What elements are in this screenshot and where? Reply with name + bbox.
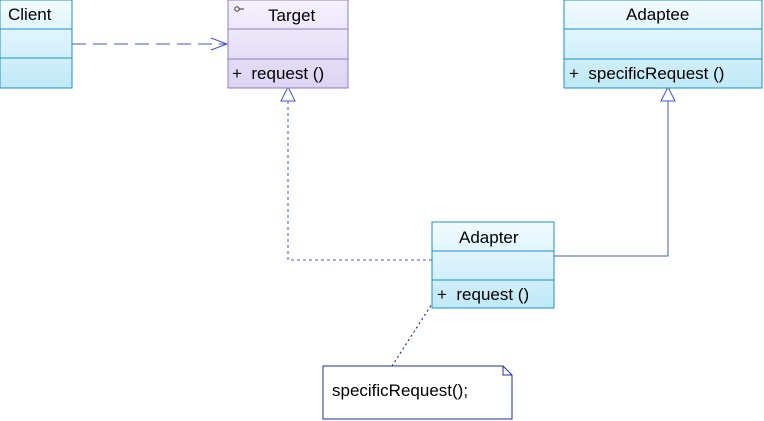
generalization-arrowhead: [660, 85, 676, 102]
class-adapter[interactable]: Adapter + request (): [431, 221, 555, 309]
class-adapter-name: Adapter: [459, 228, 519, 247]
client-target-dependency[interactable]: [72, 37, 229, 51]
adaptee-operation-specific-request: + specificRequest (): [569, 64, 724, 83]
note-text: specificRequest();: [332, 381, 468, 400]
class-client[interactable]: Client: [0, 0, 73, 89]
target-operation-request: + request (): [232, 64, 324, 83]
interface-target[interactable]: Target + request (): [227, 0, 349, 89]
interface-target-name: Target: [268, 6, 316, 25]
adapter-adaptee-generalization[interactable]: [554, 85, 676, 257]
class-client-name: Client: [8, 5, 52, 24]
class-adaptee[interactable]: Adaptee + specificRequest (): [563, 0, 763, 89]
realization-arrowhead: [280, 85, 296, 102]
adapter-target-realization[interactable]: [280, 85, 432, 261]
interface-icon: [234, 6, 244, 12]
adapter-operation-request: + request (): [437, 285, 529, 304]
note-specific-request[interactable]: specificRequest();: [322, 365, 513, 420]
class-adaptee-name: Adaptee: [626, 5, 689, 24]
